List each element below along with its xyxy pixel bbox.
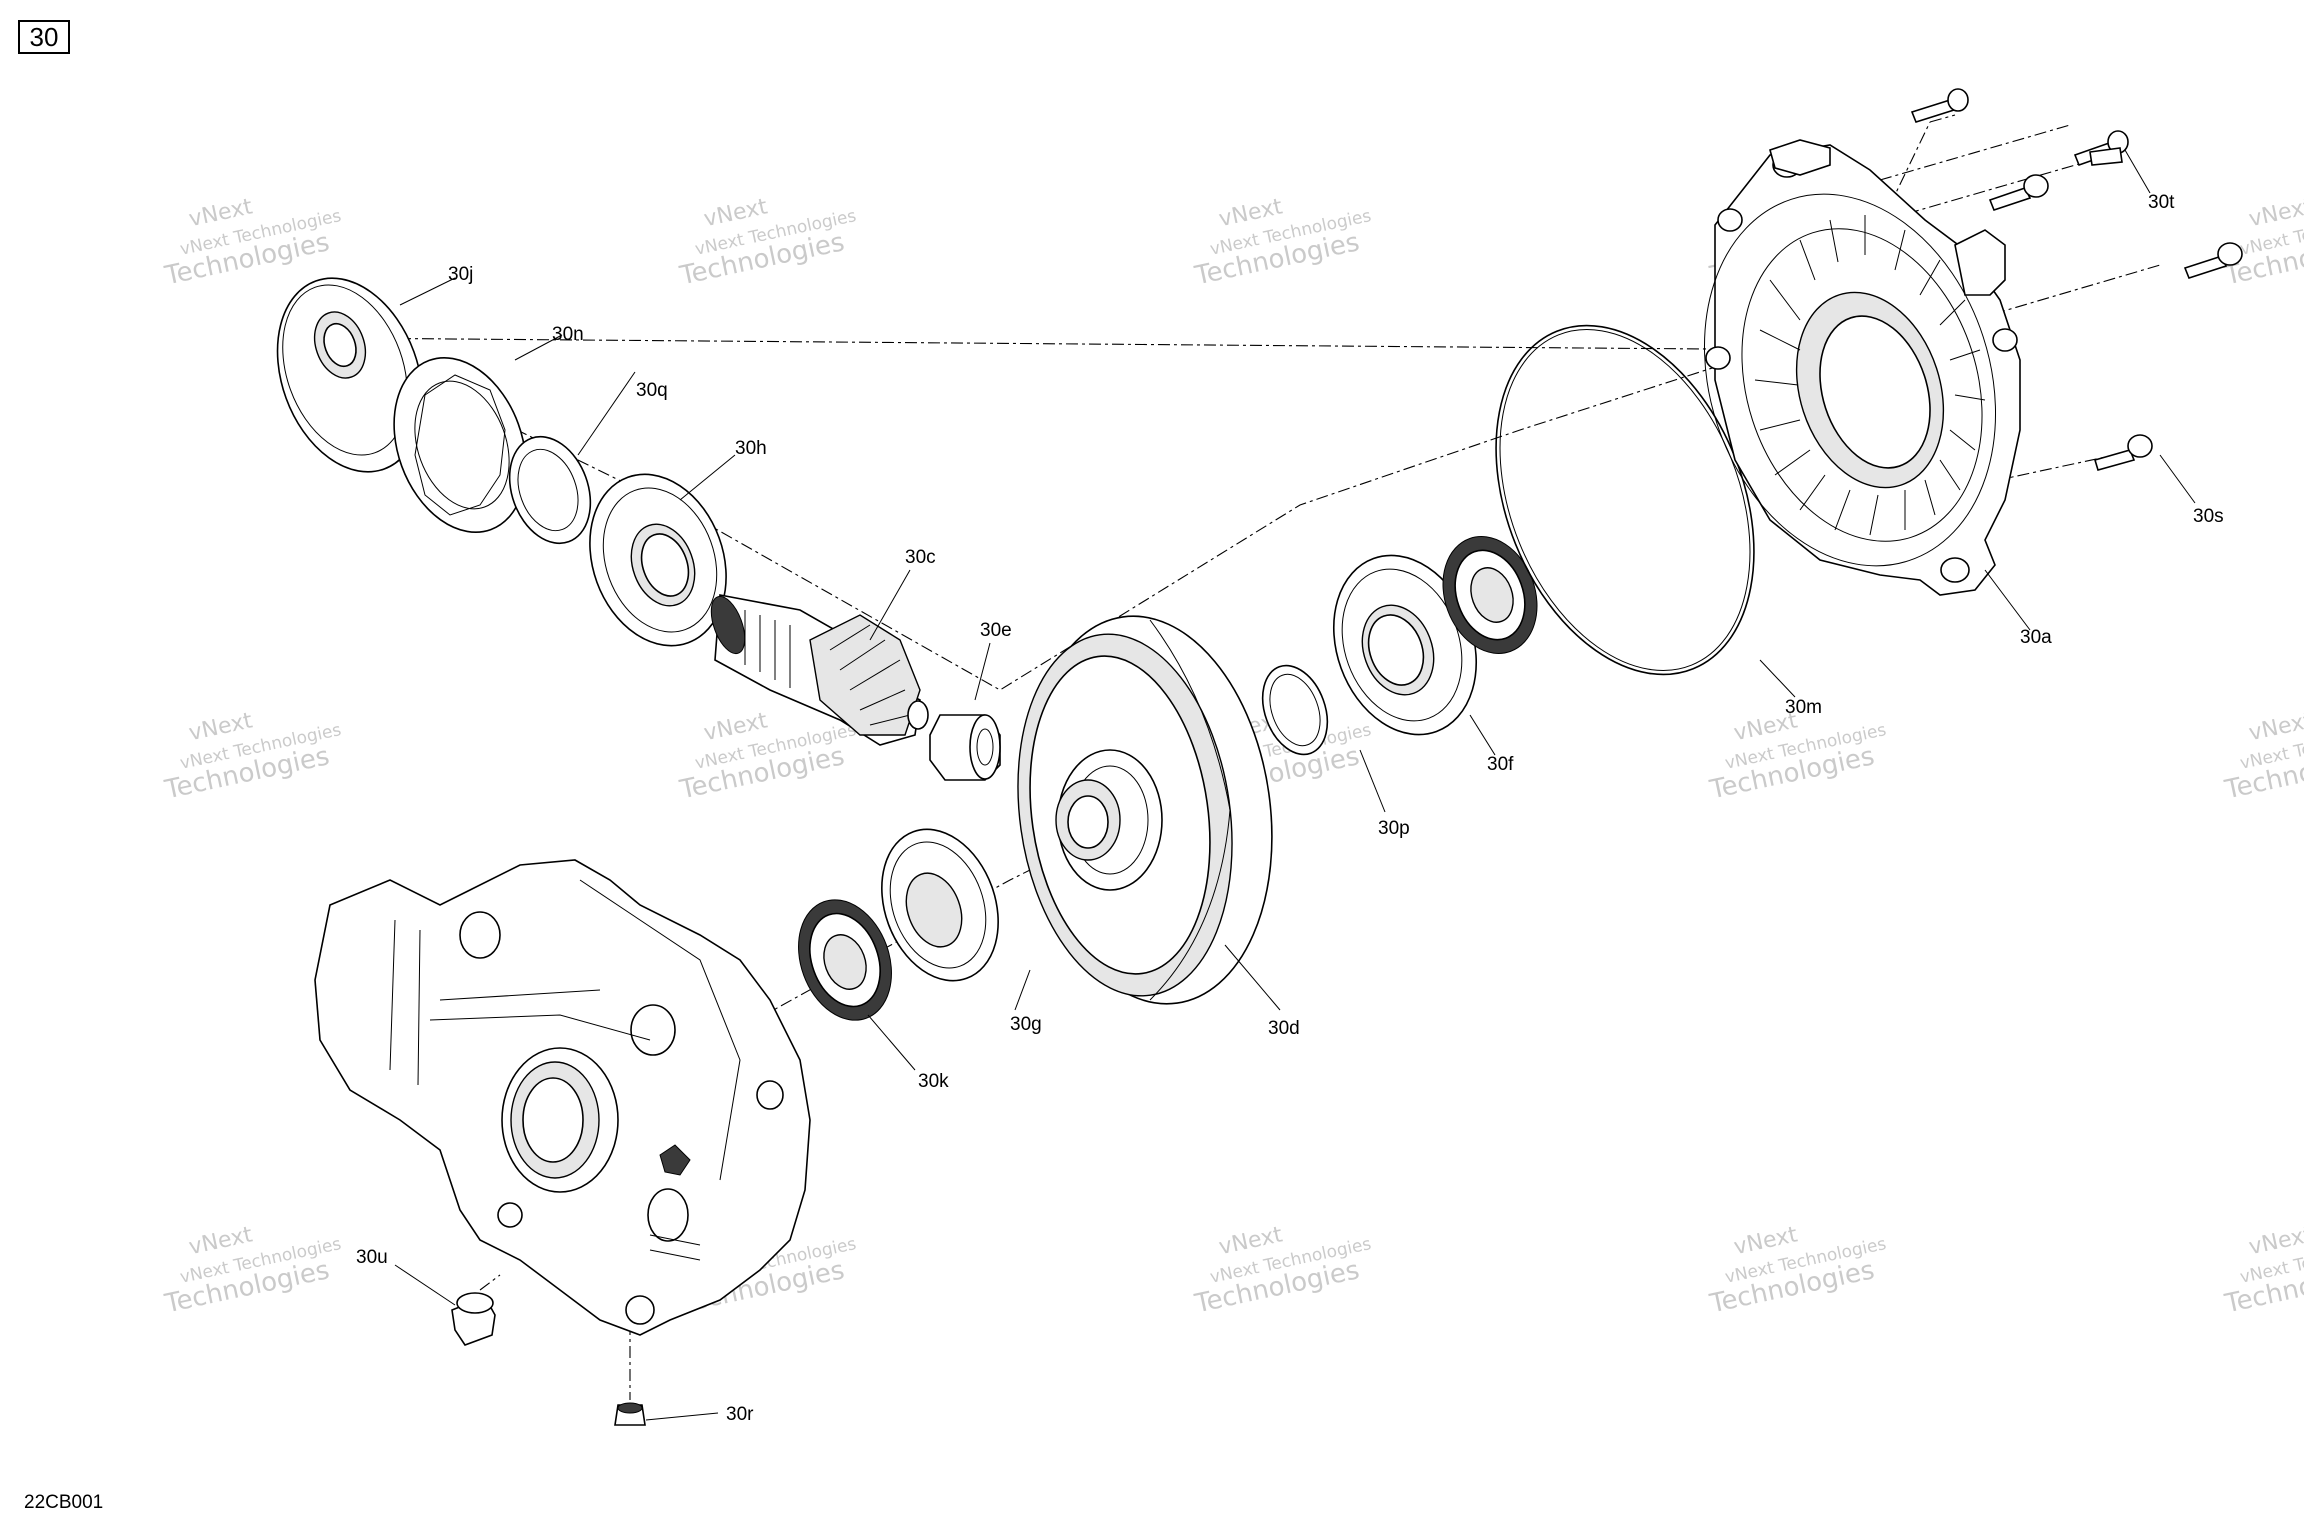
- watermark: vNext vNext Technologies Technologies: [676, 708, 858, 805]
- part-30e-needle-bearing: [929, 714, 1001, 781]
- leader-lines: [394, 149, 2196, 1421]
- watermark: vNext vNext Technologies Technologies: [1191, 1222, 1373, 1319]
- part-30k-seal: [798, 899, 892, 1021]
- bolt: [1910, 88, 1969, 123]
- watermark: vNext vNext Technologies Technologies: [1706, 1222, 1888, 1319]
- part-30a-cover-housing: [1703, 139, 2021, 596]
- label-30m: 30m: [1785, 697, 1822, 718]
- part-30u-plug: [451, 1292, 496, 1346]
- part-30f-bearing: [1332, 554, 1478, 736]
- label-30j: 30j: [448, 264, 473, 285]
- label-30g: 30g: [1010, 1014, 1042, 1035]
- part-30t-pin-bolts: [1910, 88, 2243, 471]
- label-30n: 30n: [552, 324, 584, 345]
- bolt: [2183, 242, 2243, 279]
- watermark: vNext vNext Technologies Technologies: [1191, 194, 1373, 291]
- part-30n-spline-ring: [393, 357, 527, 533]
- differential-housing: [314, 859, 811, 1336]
- callout-labels: 30j 30n 30q 30h 30c 30e 30d 30p 30f 30g …: [356, 192, 2224, 1425]
- label-30r: 30r: [726, 1404, 754, 1425]
- watermark: vNext vNext Technologies Technologies: [676, 194, 858, 291]
- label-30e: 30e: [980, 620, 1012, 641]
- svg-text:vNext: vNext: [2247, 708, 2304, 746]
- label-30q: 30q: [636, 380, 668, 401]
- label-30k: 30k: [918, 1071, 949, 1092]
- label-30p: 30p: [1378, 818, 1410, 839]
- label-30c: 30c: [905, 547, 936, 568]
- label-30t: 30t: [2148, 192, 2175, 213]
- svg-text:vNext: vNext: [2247, 1222, 2304, 1260]
- part-30d-ring-gear: [1017, 615, 1273, 1005]
- svg-text:vNext: vNext: [2247, 194, 2304, 232]
- label-30f: 30f: [1487, 754, 1514, 775]
- watermark: vNext vNext Technologies Technologies: [161, 708, 343, 805]
- part-30c-pinion-shaft: [710, 594, 929, 746]
- part-30f-seal: [1442, 536, 1538, 654]
- part-30q-snap-ring: [508, 435, 592, 545]
- watermark: vNext vNext Technologies Technologies: [2221, 708, 2304, 805]
- drawing-code: 22CB001: [24, 1492, 104, 1513]
- bolt: [1988, 174, 2049, 211]
- part-30j-seal-cover: [276, 277, 424, 473]
- part-30h-bearing: [589, 473, 727, 647]
- bolt: [2089, 147, 2123, 166]
- label-30u: 30u: [356, 1247, 388, 1268]
- figure-number-box: 30: [18, 20, 70, 54]
- watermark: vNext vNext Technologies Technologies: [2221, 1222, 2304, 1319]
- label-30d: 30d: [1268, 1018, 1300, 1039]
- part-30p-snap-ring: [1261, 664, 1329, 756]
- label-30h: 30h: [735, 438, 767, 459]
- watermark: vNext vNext Technologies Technologies: [161, 1222, 343, 1319]
- watermark: vNext vNext Technologies Technologies: [161, 194, 343, 291]
- part-30r-drain-plug: [614, 1402, 646, 1426]
- bolt: [2094, 434, 2153, 471]
- part-30g-bearing: [881, 828, 999, 982]
- watermark: vNext vNext Technologies Technologies: [2221, 194, 2304, 291]
- label-30s: 30s: [2193, 506, 2224, 527]
- label-30a: 30a: [2020, 627, 2052, 648]
